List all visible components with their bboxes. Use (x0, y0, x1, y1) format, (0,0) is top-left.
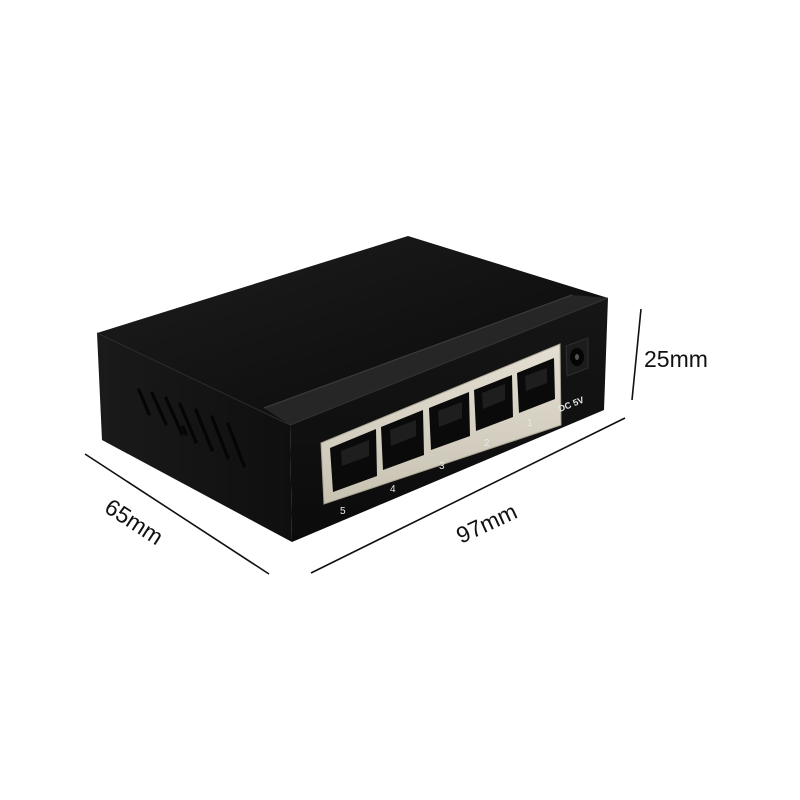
top-face (97, 236, 608, 425)
port-label-5: 5 (340, 506, 346, 517)
lid-edge (264, 295, 608, 425)
port-label-3: 3 (439, 461, 445, 472)
port-label-4: 4 (390, 484, 396, 495)
port-5 (330, 429, 377, 492)
lid-fold-line (263, 294, 573, 409)
dimension-height: 25mm (631, 308, 708, 401)
dc-power-jack (565, 337, 589, 377)
port-1 (517, 358, 555, 413)
port-label-2: 2 (484, 438, 490, 449)
vent-slots (137, 388, 246, 468)
port-4 (381, 410, 424, 470)
port-2 (474, 375, 513, 431)
switch-device: 5 4 3 2 1 DC 5V (96, 236, 609, 542)
port-3 (429, 392, 470, 450)
port-label-1: 1 (527, 418, 533, 429)
dimension-height-label: 25mm (644, 346, 708, 372)
dimension-width-label: 97mm (452, 498, 521, 549)
